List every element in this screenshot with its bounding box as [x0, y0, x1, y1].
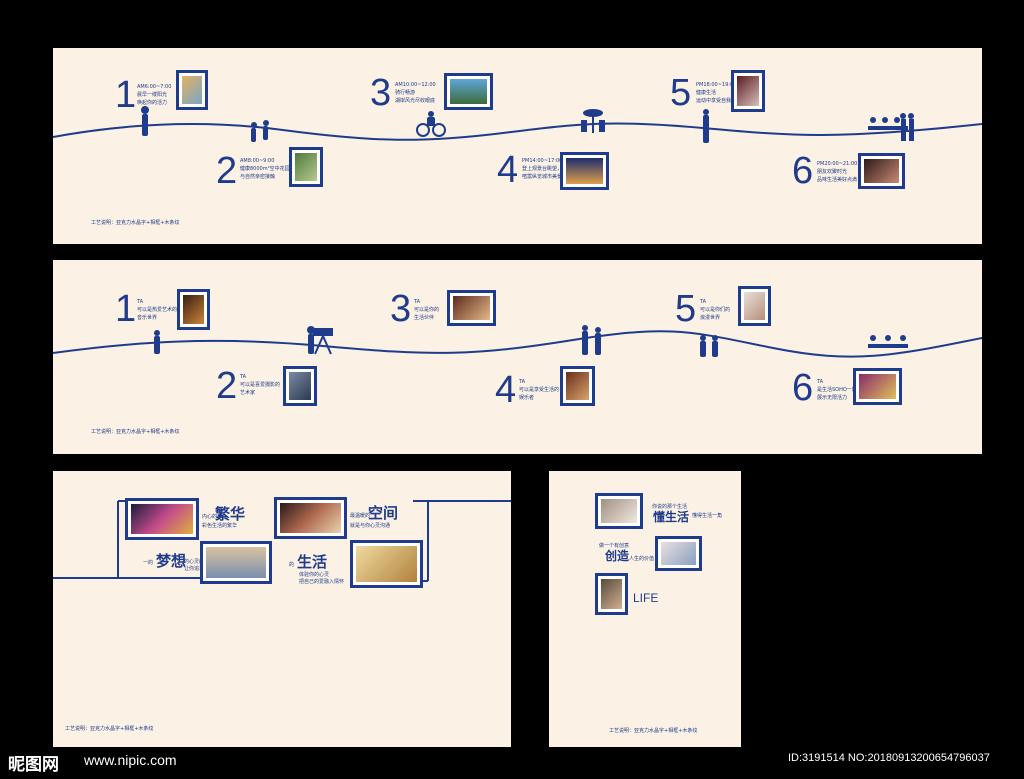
step-number: 1 — [115, 74, 137, 116]
yoga-silhouette-icon — [141, 106, 149, 114]
woman-silhouette-icon — [703, 109, 709, 115]
wave-line — [53, 106, 982, 143]
runners-silhouette-icon — [251, 122, 257, 128]
step-number: 1 — [115, 288, 137, 330]
phrase-prefix: 做一个有创意 — [599, 543, 630, 549]
step-number: 3 — [390, 288, 412, 330]
step-number: 2 — [216, 365, 238, 407]
step-number: 3 — [370, 72, 392, 114]
photo-frame — [560, 366, 595, 406]
photo-frame — [289, 147, 323, 187]
phrase-prefix: 的 — [289, 562, 295, 568]
panel-life: 你说的那个生活 懂生活 懂得生活一角 做一个有创意 创造 人生的价值 LIFE … — [549, 471, 741, 747]
step-caption: TA 可以是享受生活的 娱乐者 — [519, 379, 560, 401]
phrase-sub: 体验你的心灵 把自己的爱融入情怀 — [299, 572, 345, 585]
step-caption: TA 是生活SOHO一族 展示无限活力 — [817, 379, 857, 401]
cyclist-silhouette-icon — [416, 123, 430, 137]
dancers-silhouette-icon — [582, 325, 588, 331]
photo-frame — [274, 497, 347, 539]
step-number: 4 — [495, 369, 517, 411]
photo-frame — [444, 73, 493, 110]
group-silhouette-icon — [868, 126, 908, 130]
step-caption: AM6:00~7:00 晨早一缕阳光 唤起你的活力 — [137, 84, 172, 106]
step-caption: AM10:00~12:00 骑行畅游 湖岸风光尽收眼底 — [395, 82, 436, 104]
craft-note: 工艺说明：亚克力水晶字+相框+木条纹 — [65, 726, 154, 732]
step-number: 6 — [792, 367, 814, 409]
photo-frame — [858, 153, 905, 189]
step-number: 6 — [792, 150, 814, 192]
step-number: 5 — [675, 288, 697, 330]
panel-timeline-people: 1 TA 可以是热爱艺术的 音乐世界 2 TA 可以是喜爱摄影的 艺术家 3 T… — [53, 260, 982, 454]
keyword-dong: 懂生活 — [653, 510, 690, 524]
photo-frame — [177, 289, 210, 330]
craft-note: 工艺说明：亚克力水晶字+相框+木条纹 — [609, 728, 698, 734]
couple-silhouette-icon — [700, 335, 706, 341]
photo-frame — [350, 540, 423, 588]
watermark-logo: 昵图网 — [8, 755, 59, 775]
phrase-prefix: 一的 — [143, 560, 154, 566]
keyword-mengxiang: 梦想 — [156, 552, 187, 570]
phrase-sub: 彩色生活的繁华 — [202, 523, 238, 529]
step-caption: TA 可以是热爱艺术的 音乐世界 — [137, 299, 178, 321]
phrase-prefix: 最温暖的 — [350, 513, 371, 519]
step-caption: PM18:00~19:00 健康生活 运动中享受自我 — [696, 82, 737, 104]
photo-frame — [125, 498, 199, 540]
keyword-fanhua: 繁华 — [215, 505, 246, 523]
panel-lifestyle-words: 内心的 繁华 彩色生活的繁华 最温暖的 空间 就是与你心灵沟通 一的 梦想 的心… — [53, 471, 511, 747]
photo-frame — [447, 290, 496, 326]
photo-frame — [200, 541, 272, 584]
keyword-kongjian: 空间 — [368, 504, 399, 522]
photo-frame — [655, 536, 702, 571]
panel-timeline-day: 1 AM6:00~7:00 晨早一缕阳光 唤起你的活力 2 AM8:00~9:0… — [53, 48, 982, 244]
phrase-sub: 懂得生活一角 — [692, 513, 723, 519]
step-number: 4 — [497, 149, 519, 191]
guitarist-silhouette-icon — [154, 330, 160, 336]
step-caption: AM8:00~9:00 健康8000m²空中花园 与自然亲密接触 — [240, 158, 290, 180]
step-caption: TA 可以是你的 生活伙伴 — [414, 299, 440, 321]
photographer-silhouette-icon — [313, 328, 333, 336]
phrase-sub: 就是与你心灵沟通 — [350, 523, 391, 529]
phrase-sub: 人生的价值 — [629, 556, 655, 562]
photo-frame — [595, 493, 643, 529]
watermark-id: ID:3191514 NO:20180913200654796037 — [788, 752, 990, 764]
photo-frame — [853, 368, 902, 405]
keyword-life: LIFE — [633, 591, 659, 605]
photo-frame — [283, 366, 317, 406]
step-caption: PM14:00~17:00 登上观景台眺望，远离 喧嚣纵览城市美景 — [522, 158, 573, 180]
keyword-shenghuo: 生活 — [297, 553, 328, 571]
phrase-prefix: 你说的那个生活 — [652, 504, 688, 510]
watermark-site: www.nipic.com — [84, 752, 177, 768]
step-caption: PM20:00~21:00 朋友欢聚时光 品味生活美好点滴 — [817, 161, 858, 183]
photo-frame — [731, 70, 765, 112]
craft-note: 工艺说明：亚克力水晶字+相框+木条纹 — [91, 429, 180, 435]
step-number: 2 — [216, 150, 238, 192]
photo-frame — [738, 286, 771, 326]
photo-frame — [176, 70, 208, 110]
phrase-prefix: 内心的 — [202, 514, 218, 520]
step-caption: TA 可以是你们的 浪漫世界 — [700, 299, 731, 321]
keyword-chuangzao: 创造 — [605, 549, 630, 563]
meeting-silhouette-icon — [868, 344, 908, 348]
step-caption: TA 可以是喜爱摄影的 艺术家 — [240, 374, 281, 396]
wave-line — [53, 325, 982, 358]
photo-frame — [560, 152, 609, 190]
photo-frame — [595, 573, 628, 615]
craft-note: 工艺说明：亚克力水晶字+相框+木条纹 — [91, 220, 180, 226]
step-number: 5 — [670, 72, 692, 114]
